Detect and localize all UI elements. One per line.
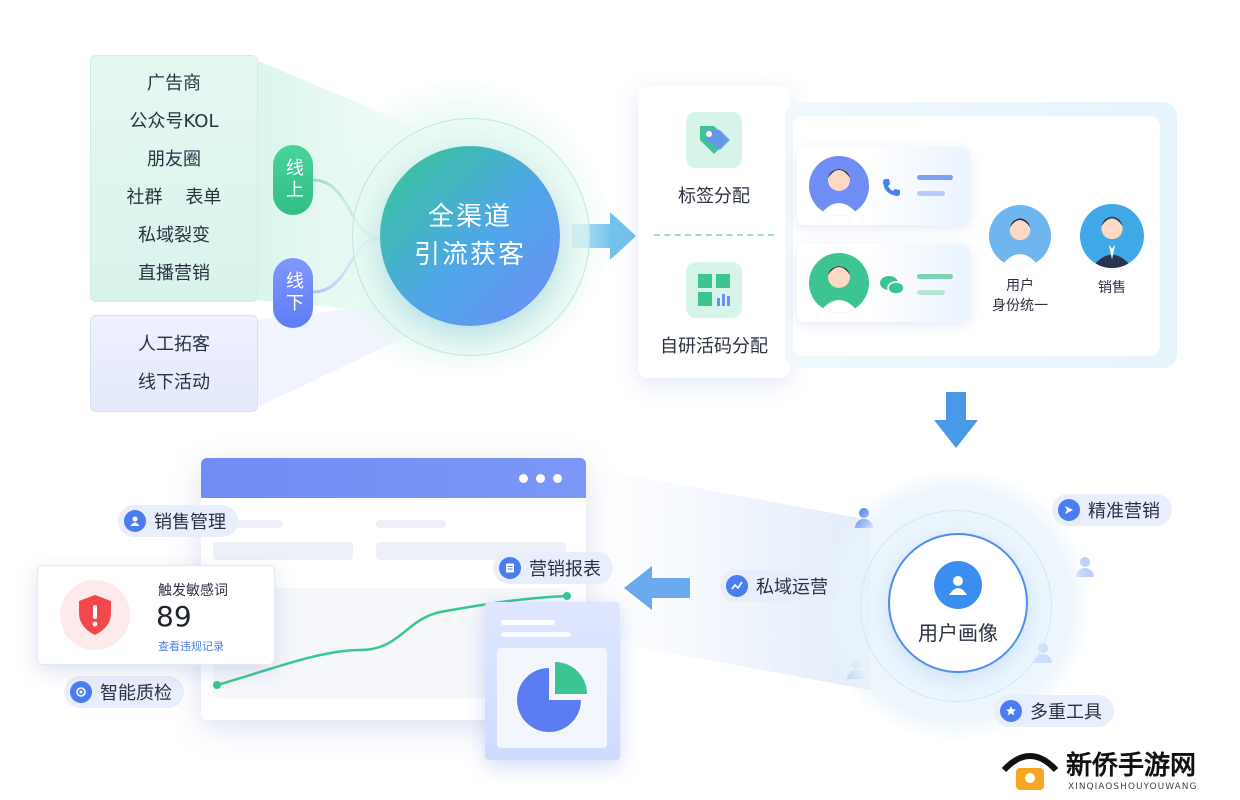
user-persona-node: 用户画像: [888, 533, 1028, 673]
sales-avatar: [1080, 204, 1144, 268]
report-card: [485, 602, 620, 760]
marketing-report-tag: 营销报表: [493, 552, 613, 584]
line-placeholder: [501, 632, 571, 637]
line-placeholder: [917, 175, 953, 180]
star-icon: [1000, 700, 1022, 722]
target-icon: [1058, 499, 1080, 521]
skeleton-block: [213, 542, 353, 560]
line-placeholder: [917, 191, 945, 196]
skeleton-line: [213, 520, 283, 528]
line-placeholder: [917, 290, 945, 295]
divider: [654, 234, 774, 236]
omnichannel-hub: 全渠道 引流获客: [380, 146, 560, 326]
unified-user-label: 用户 身份统一: [992, 278, 1048, 314]
target-icon: [70, 681, 92, 703]
quality-check-tag: 智能质检: [64, 676, 184, 708]
user-icon: [124, 510, 146, 532]
offline-sources-box: 人工拓客 线下活动: [90, 315, 258, 412]
source-item: 线下活动: [138, 371, 210, 393]
source-item: 朋友圈: [147, 148, 201, 170]
tag-icon: [686, 112, 742, 168]
phone-icon: [881, 177, 901, 201]
unified-user-avatar: [989, 205, 1051, 267]
live-code-icon: [686, 262, 742, 318]
window-titlebar: [201, 458, 586, 498]
offline-channel-pill: 线下: [273, 258, 313, 328]
wechat-icon: [879, 274, 905, 300]
sensitive-word-alert: 触发敏感词 89 查看违规记录: [37, 565, 275, 665]
tag-distribution-label: 标签分配: [678, 186, 750, 207]
code-distribution-label: 自研活码分配: [660, 336, 768, 357]
watermark-name: 新侨手游网: [1066, 751, 1197, 781]
shield-icon: [60, 580, 130, 650]
distribution-card: 标签分配 自研活码分配: [638, 86, 790, 378]
source-item: 直播营销: [138, 262, 210, 284]
chart-icon: [726, 575, 748, 597]
line-placeholder: [501, 620, 555, 625]
window-dot: [536, 474, 545, 483]
down-arrow: [934, 392, 978, 448]
online-sources-box: 广告商 公众号KOL 朋友圈 社群 表单 私域裂变 直播营销: [90, 55, 258, 302]
source-item: 广告商: [147, 72, 201, 94]
avatar: [809, 253, 869, 313]
source-item: 人工拓客: [138, 333, 210, 355]
sales-label: 销售: [1098, 280, 1126, 296]
watermark-domain: XINQIAOSHOUYOUWANG: [1068, 782, 1198, 792]
online-channel-pill: 线上: [273, 145, 313, 215]
source-item: 私域裂变: [138, 224, 210, 246]
source-item: 社群 表单: [126, 186, 222, 208]
report-icon: [499, 557, 521, 579]
private-operation-tag: 私域运营: [720, 570, 840, 602]
persona-ring: [860, 510, 1052, 702]
alert-value: 89: [156, 600, 192, 633]
skeleton-line: [376, 520, 446, 528]
precision-marketing-tag: 精准营销: [1052, 494, 1172, 526]
persona-title: 用户画像: [918, 620, 998, 645]
user-icon: [934, 560, 982, 609]
window-dot: [553, 474, 562, 483]
avatar: [809, 156, 869, 216]
view-violations-link[interactable]: 查看违规记录: [158, 640, 224, 653]
window-dot: [519, 474, 528, 483]
sales-management-tag: 销售管理: [118, 505, 238, 537]
hub-line-1: 全渠道: [427, 202, 512, 232]
source-item: 公众号KOL: [129, 110, 219, 132]
line-placeholder: [917, 274, 953, 279]
phone-channel-card: [797, 147, 970, 225]
hub-line-2: 引流获客: [413, 240, 526, 270]
wechat-channel-card: [797, 244, 970, 322]
multi-tools-tag: 多重工具: [994, 695, 1114, 727]
pie-chart-icon: [497, 648, 607, 748]
left-arrow: [624, 566, 690, 610]
watermark-logo-icon: [1000, 744, 1060, 798]
alert-title: 触发敏感词: [158, 583, 228, 599]
